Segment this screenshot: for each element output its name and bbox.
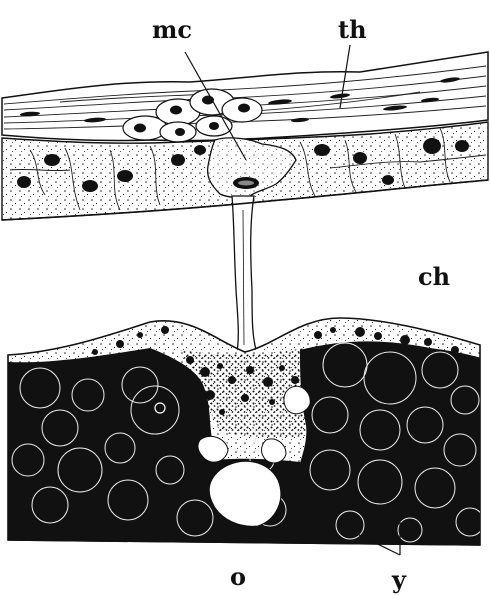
theca-layer <box>2 52 488 141</box>
label-y: y <box>391 565 407 594</box>
label-mc: mc <box>152 15 192 44</box>
label-th: th <box>338 15 367 44</box>
mc-cell <box>208 138 296 356</box>
label-ch: ch <box>418 262 450 291</box>
mc-process <box>232 196 258 356</box>
label-o: o <box>230 562 246 591</box>
oocyte-yolk <box>8 318 488 545</box>
